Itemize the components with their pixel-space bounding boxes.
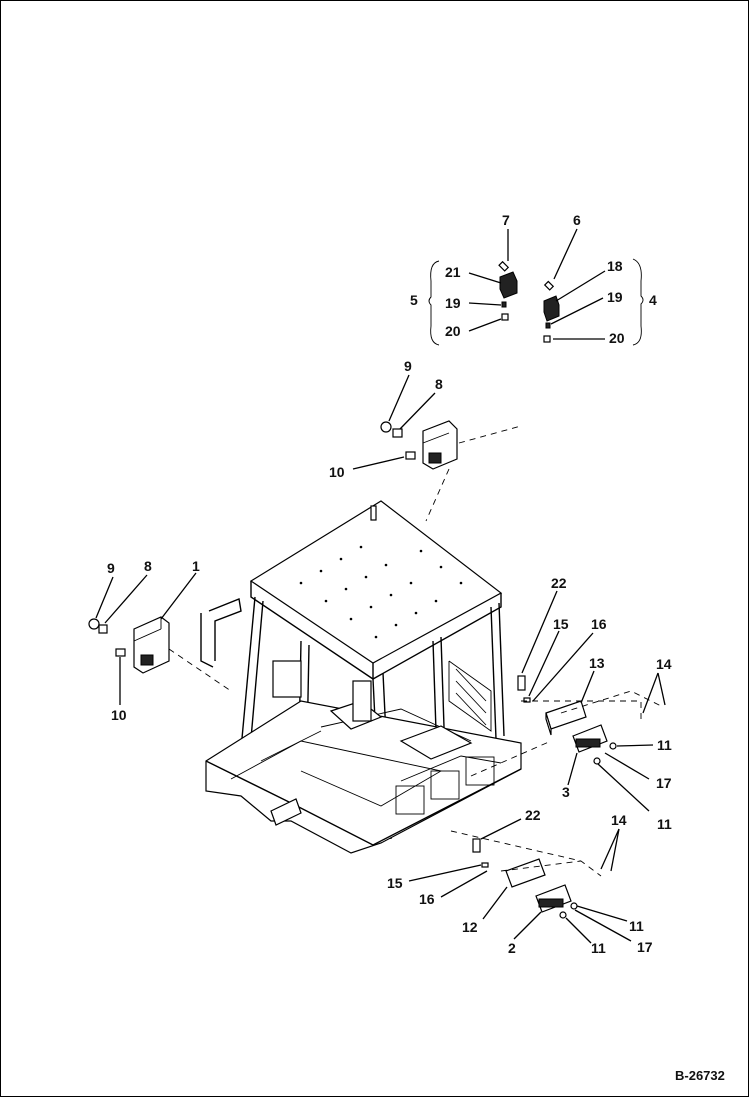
callout-14-lower: 14 [611, 812, 627, 828]
callout-10-left: 10 [111, 707, 127, 723]
callout-17-lower: 17 [637, 939, 653, 955]
callout-16-upper: 16 [591, 616, 607, 632]
lower-connector [472, 838, 481, 853]
rear-light-lower [450, 830, 602, 919]
left-light-nut [115, 648, 126, 657]
callout-2: 2 [508, 940, 516, 956]
callout-1: 1 [192, 558, 200, 574]
callout-10-upper: 10 [329, 464, 345, 480]
callout-6: 6 [573, 212, 581, 228]
callout-15-lower: 15 [387, 875, 403, 891]
callout-labels: 7 6 21 18 5 19 19 4 20 20 9 8 10 9 8 1 1… [107, 212, 672, 956]
callout-8-left: 8 [144, 558, 152, 574]
roof-rivets [299, 545, 463, 639]
callout-5: 5 [410, 292, 418, 308]
cab-roof [249, 500, 503, 664]
figure-reference-number: B-26732 [675, 1068, 725, 1083]
left-light-bolt [88, 618, 100, 630]
callout-11-a: 11 [657, 737, 672, 753]
callout-12: 12 [462, 919, 478, 935]
left-work-light [88, 616, 232, 692]
upper-connector [517, 675, 526, 691]
callout-11-c: 11 [629, 918, 644, 934]
roof-stub [370, 505, 377, 521]
callout-9-left: 9 [107, 560, 115, 576]
callout-4: 4 [649, 292, 657, 308]
callout-8-upper: 8 [435, 376, 443, 392]
callout-14-upper: 14 [656, 656, 672, 672]
rear-light-upper [470, 675, 662, 777]
switch-assembly-5 [428, 260, 518, 346]
callout-22-upper: 22 [551, 575, 567, 591]
callout-18: 18 [607, 258, 623, 274]
callout-3: 3 [562, 784, 570, 800]
callout-19-left: 19 [445, 295, 461, 311]
callout-9-upper: 9 [404, 358, 412, 374]
leader-lines [95, 228, 666, 944]
callout-21: 21 [445, 264, 461, 280]
callout-11-b: 11 [657, 816, 672, 832]
callout-20-left: 20 [445, 323, 461, 339]
operator-cab-frame [200, 500, 522, 854]
callout-16-lower: 16 [419, 891, 435, 907]
callout-17-upper: 17 [656, 775, 672, 791]
callout-11-d: 11 [591, 940, 606, 956]
upper-work-light [380, 420, 522, 522]
callout-22-lower: 22 [525, 807, 541, 823]
callout-13: 13 [589, 655, 605, 671]
callout-7: 7 [502, 212, 510, 228]
switch-assembly-4 [543, 258, 644, 346]
callout-20-right: 20 [609, 330, 625, 346]
callout-19-right: 19 [607, 289, 623, 305]
callout-15-upper: 15 [553, 616, 569, 632]
left-light-washer [98, 624, 108, 634]
